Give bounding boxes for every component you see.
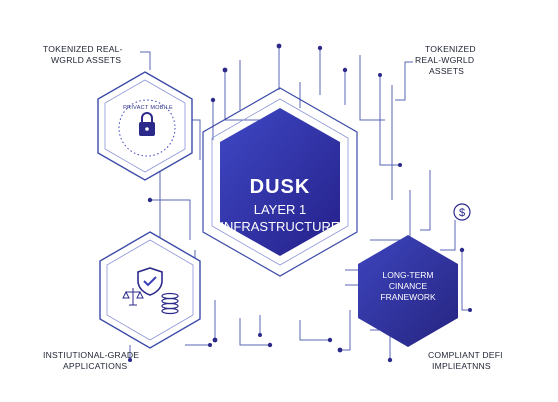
svg-text:$: $	[459, 207, 465, 219]
right-hex-line2: CINANCE	[388, 281, 428, 291]
label-top-right: TOKENIZED REAL-WGRLD ASSETS	[415, 44, 476, 77]
right-hex-label: LONG-TERM CINANCE FRANEWORK	[363, 270, 453, 303]
privacy-badge: PRIVACT MOBILE	[123, 105, 173, 111]
lock-icon	[139, 112, 155, 136]
label-top-left: TOKENIZED REAL- WGRLD ASSETS	[43, 44, 123, 66]
dollar-coin-icon: $	[453, 203, 471, 221]
label-bottom-right-line2: IMPLIEATNNS	[432, 361, 491, 371]
right-hex-line1: LONG-TERM	[382, 270, 434, 280]
center-line1: LAYER 1	[253, 202, 307, 217]
label-top-right-line3: ASSETS	[429, 66, 465, 76]
shield-check-icon	[137, 267, 163, 296]
center-title: DUSK	[249, 176, 311, 198]
label-bottom-left-line2: APPLICATIONS	[63, 361, 128, 371]
circuit-lines	[129, 46, 470, 360]
center-hexagon	[202, 87, 358, 277]
circuit-nodes	[128, 43, 472, 363]
right-hex-line3: FRANEWORK	[380, 292, 436, 302]
label-top-left-line1: TOKENIZED REAL-	[43, 44, 123, 54]
center-line2: INFRASTRUCTURE	[220, 219, 340, 234]
balance-scale-icon	[122, 288, 144, 306]
label-bottom-left: INSTIUTIONAL-GRADE APPLICATIONS	[43, 350, 139, 372]
privacy-ring	[118, 99, 176, 157]
label-bottom-right-line1: COMPLIANT DEFI	[428, 350, 503, 360]
right-hexagon	[358, 235, 458, 347]
label-top-right-line1: TOKENIZED	[425, 44, 476, 54]
coin-stack-icon	[161, 292, 179, 315]
center-label: DUSK LAYER 1 INFRASTRUCTURE	[205, 175, 355, 235]
label-top-right-line2: REAL-WGRLD	[415, 55, 475, 65]
label-bottom-left-line1: INSTIUTIONAL-GRADE	[43, 350, 140, 360]
label-bottom-right: COMPLIANT DEFI IMPLIEATNNS	[428, 350, 503, 372]
label-top-left-line2: WGRLD ASSETS	[51, 55, 122, 65]
